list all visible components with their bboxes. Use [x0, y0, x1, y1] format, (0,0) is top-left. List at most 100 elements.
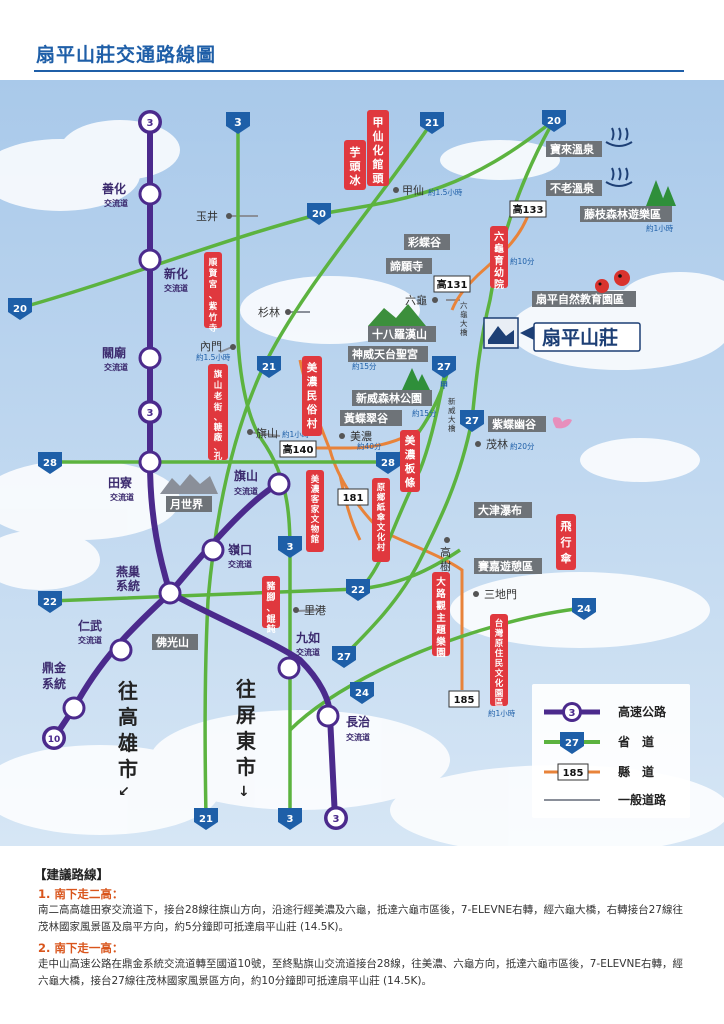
svg-text:村: 村 — [377, 542, 386, 553]
town-jiaxian-time: 約1.5小時 — [428, 187, 463, 197]
svg-text:路: 路 — [436, 588, 446, 600]
svg-text:濃: 濃 — [311, 484, 320, 495]
svg-text:高133: 高133 — [513, 203, 544, 216]
tag-flying-umbrella: 飛 行 傘 — [556, 514, 576, 570]
route1-text: 南二高高雄田寮交流道下，接台28線往旗山方向，沿途行經美濃及六龜，抵達六龜市區後… — [38, 904, 683, 933]
svg-text:高131: 高131 — [437, 278, 468, 291]
svg-text:3: 3 — [147, 408, 154, 419]
svg-text:院: 院 — [494, 278, 504, 291]
svg-text:頭: 頭 — [373, 172, 385, 185]
svg-text:27: 27 — [337, 652, 351, 663]
tree-icon-tengzhi — [646, 180, 676, 206]
attr-shanping-nature: 扇平自然教育園區 — [536, 292, 624, 306]
attr-huangdie: 黃蝶翠谷 — [343, 411, 389, 425]
guide-heading: 【建議路線】 — [34, 867, 110, 882]
svg-text:化: 化 — [377, 532, 386, 543]
svg-text:樂: 樂 — [435, 636, 446, 648]
attr-foguangshan: 佛光山 — [155, 635, 189, 649]
svg-text:家: 家 — [311, 504, 320, 515]
tag-jiaxian-museum-c1: 甲 — [373, 116, 384, 129]
tag-paper-umbrella: 原 鄉 紙 傘 文 化 村 — [372, 478, 390, 562]
prov-shield-3-mid: 3 — [278, 536, 302, 558]
prov-shield-20-top: 20 — [542, 110, 566, 132]
ic-changzhi-sub: 交流道 — [346, 732, 370, 742]
town-liugui: 六龜 — [405, 294, 427, 307]
legend-county-label: 縣 道 — [618, 764, 654, 779]
town-neimen-time: 約1.5小時 — [196, 352, 231, 362]
svg-text:傘: 傘 — [377, 512, 386, 523]
town-ligang: 里港 — [304, 604, 326, 617]
svg-text:宮: 宮 — [209, 279, 218, 290]
legend-general-label: 一般道路 — [618, 792, 667, 807]
svg-text:3: 3 — [234, 116, 242, 129]
svg-text:紙: 紙 — [377, 502, 386, 513]
tag-rukai-park: 台 灣 原 住 民 文 化 園 區 — [490, 614, 508, 708]
attr-caidie: 彩蝶谷 — [407, 235, 442, 249]
freeway-shield-top: 3 — [138, 110, 162, 134]
svg-text:灣: 灣 — [494, 628, 504, 639]
svg-text:寺: 寺 — [209, 323, 218, 334]
legend-provincial-shield: 27 — [565, 738, 579, 749]
town-qishan: 旗山 — [256, 426, 278, 440]
ladybug-icon — [595, 270, 630, 293]
svg-text:順: 順 — [208, 258, 218, 268]
svg-text:濃: 濃 — [405, 448, 416, 461]
town-neimen: 內門 — [200, 340, 222, 353]
ic-shanhua-sub: 交流道 — [104, 198, 128, 208]
svg-text:幼: 幼 — [494, 266, 504, 279]
ic-renwu-sub: 交流道 — [78, 635, 102, 645]
red-tags: 甲 仙 化 館 頭 芋 頭 冰 六 龜 育 幼 院 順 — [204, 110, 576, 708]
town-meinong: 美濃 — [350, 429, 372, 443]
page-title: 扇平山莊交通路線圖 — [36, 44, 217, 66]
svg-text:、: 、 — [209, 291, 218, 301]
attr-shenwei: 神威天台聖宮 — [352, 347, 418, 361]
svg-text:往: 往 — [236, 677, 256, 701]
svg-text:老: 老 — [213, 391, 223, 402]
ic-jiuru-sub: 交流道 — [296, 647, 320, 657]
svg-text:題: 題 — [436, 624, 446, 636]
route-map: 善化 交流道 新化 交流道 關廟 交流道 田寮 交流道 旗山 交流道 嶺口 交流… — [0, 80, 724, 846]
ic-xinhua: 新化 — [164, 266, 188, 281]
svg-text:仙: 仙 — [373, 129, 384, 143]
prov-shield-20-mid: 20 — [307, 203, 331, 225]
attr-shibaluohan: 十八羅漢山 — [372, 327, 427, 341]
svg-text:雄: 雄 — [117, 731, 138, 755]
svg-text:餛: 餛 — [265, 613, 275, 625]
svg-text:美: 美 — [405, 434, 416, 447]
svg-text:館: 館 — [310, 534, 320, 545]
svg-text:芋: 芋 — [350, 145, 361, 159]
svg-text:21: 21 — [425, 118, 439, 129]
svg-text:屏: 屏 — [236, 703, 256, 727]
svg-text:文: 文 — [495, 668, 504, 679]
tag-taro-ice: 芋 頭 冰 — [344, 140, 366, 190]
mountain-icon-luohan — [368, 304, 426, 326]
svg-text:俗: 俗 — [306, 403, 318, 416]
ic-tianliao-sub: 交流道 — [110, 492, 134, 502]
route2-title: 2. 南下走一高： — [38, 941, 124, 955]
prov-shield-21-top: 21 — [420, 112, 444, 134]
svg-text:園: 園 — [495, 689, 504, 699]
svg-text:飩: 飩 — [266, 623, 275, 635]
prov-shield-3-top: 3 — [226, 112, 250, 134]
mountain-icon-moonworld — [160, 474, 218, 494]
tag-liugui-kindergarten: 六 龜 育 幼 院 — [490, 226, 508, 291]
svg-text:22: 22 — [351, 585, 365, 596]
svg-text:181: 181 — [343, 493, 364, 504]
town-gaoshu-1: 高 — [440, 545, 451, 559]
town-meinong-time: 約40分 — [357, 441, 382, 451]
svg-text:村: 村 — [307, 417, 318, 430]
freeway-shields: 3 3 3 10 — [42, 110, 348, 830]
svg-text:20: 20 — [13, 304, 27, 315]
svg-text:28: 28 — [381, 458, 395, 469]
prov-shield-21-mid: 21 — [257, 356, 281, 378]
prov-shield-24-mid: 24 — [350, 682, 374, 704]
ic-dingjin: 鼎金 — [42, 660, 67, 675]
provincial-shields: 3 21 20 20 20 21 28 28 27甲 27 3 22 22 24… — [8, 110, 596, 830]
ic-qishan-sub: 交流道 — [234, 486, 258, 496]
town-rukai-time: 約1小時 — [488, 708, 516, 718]
